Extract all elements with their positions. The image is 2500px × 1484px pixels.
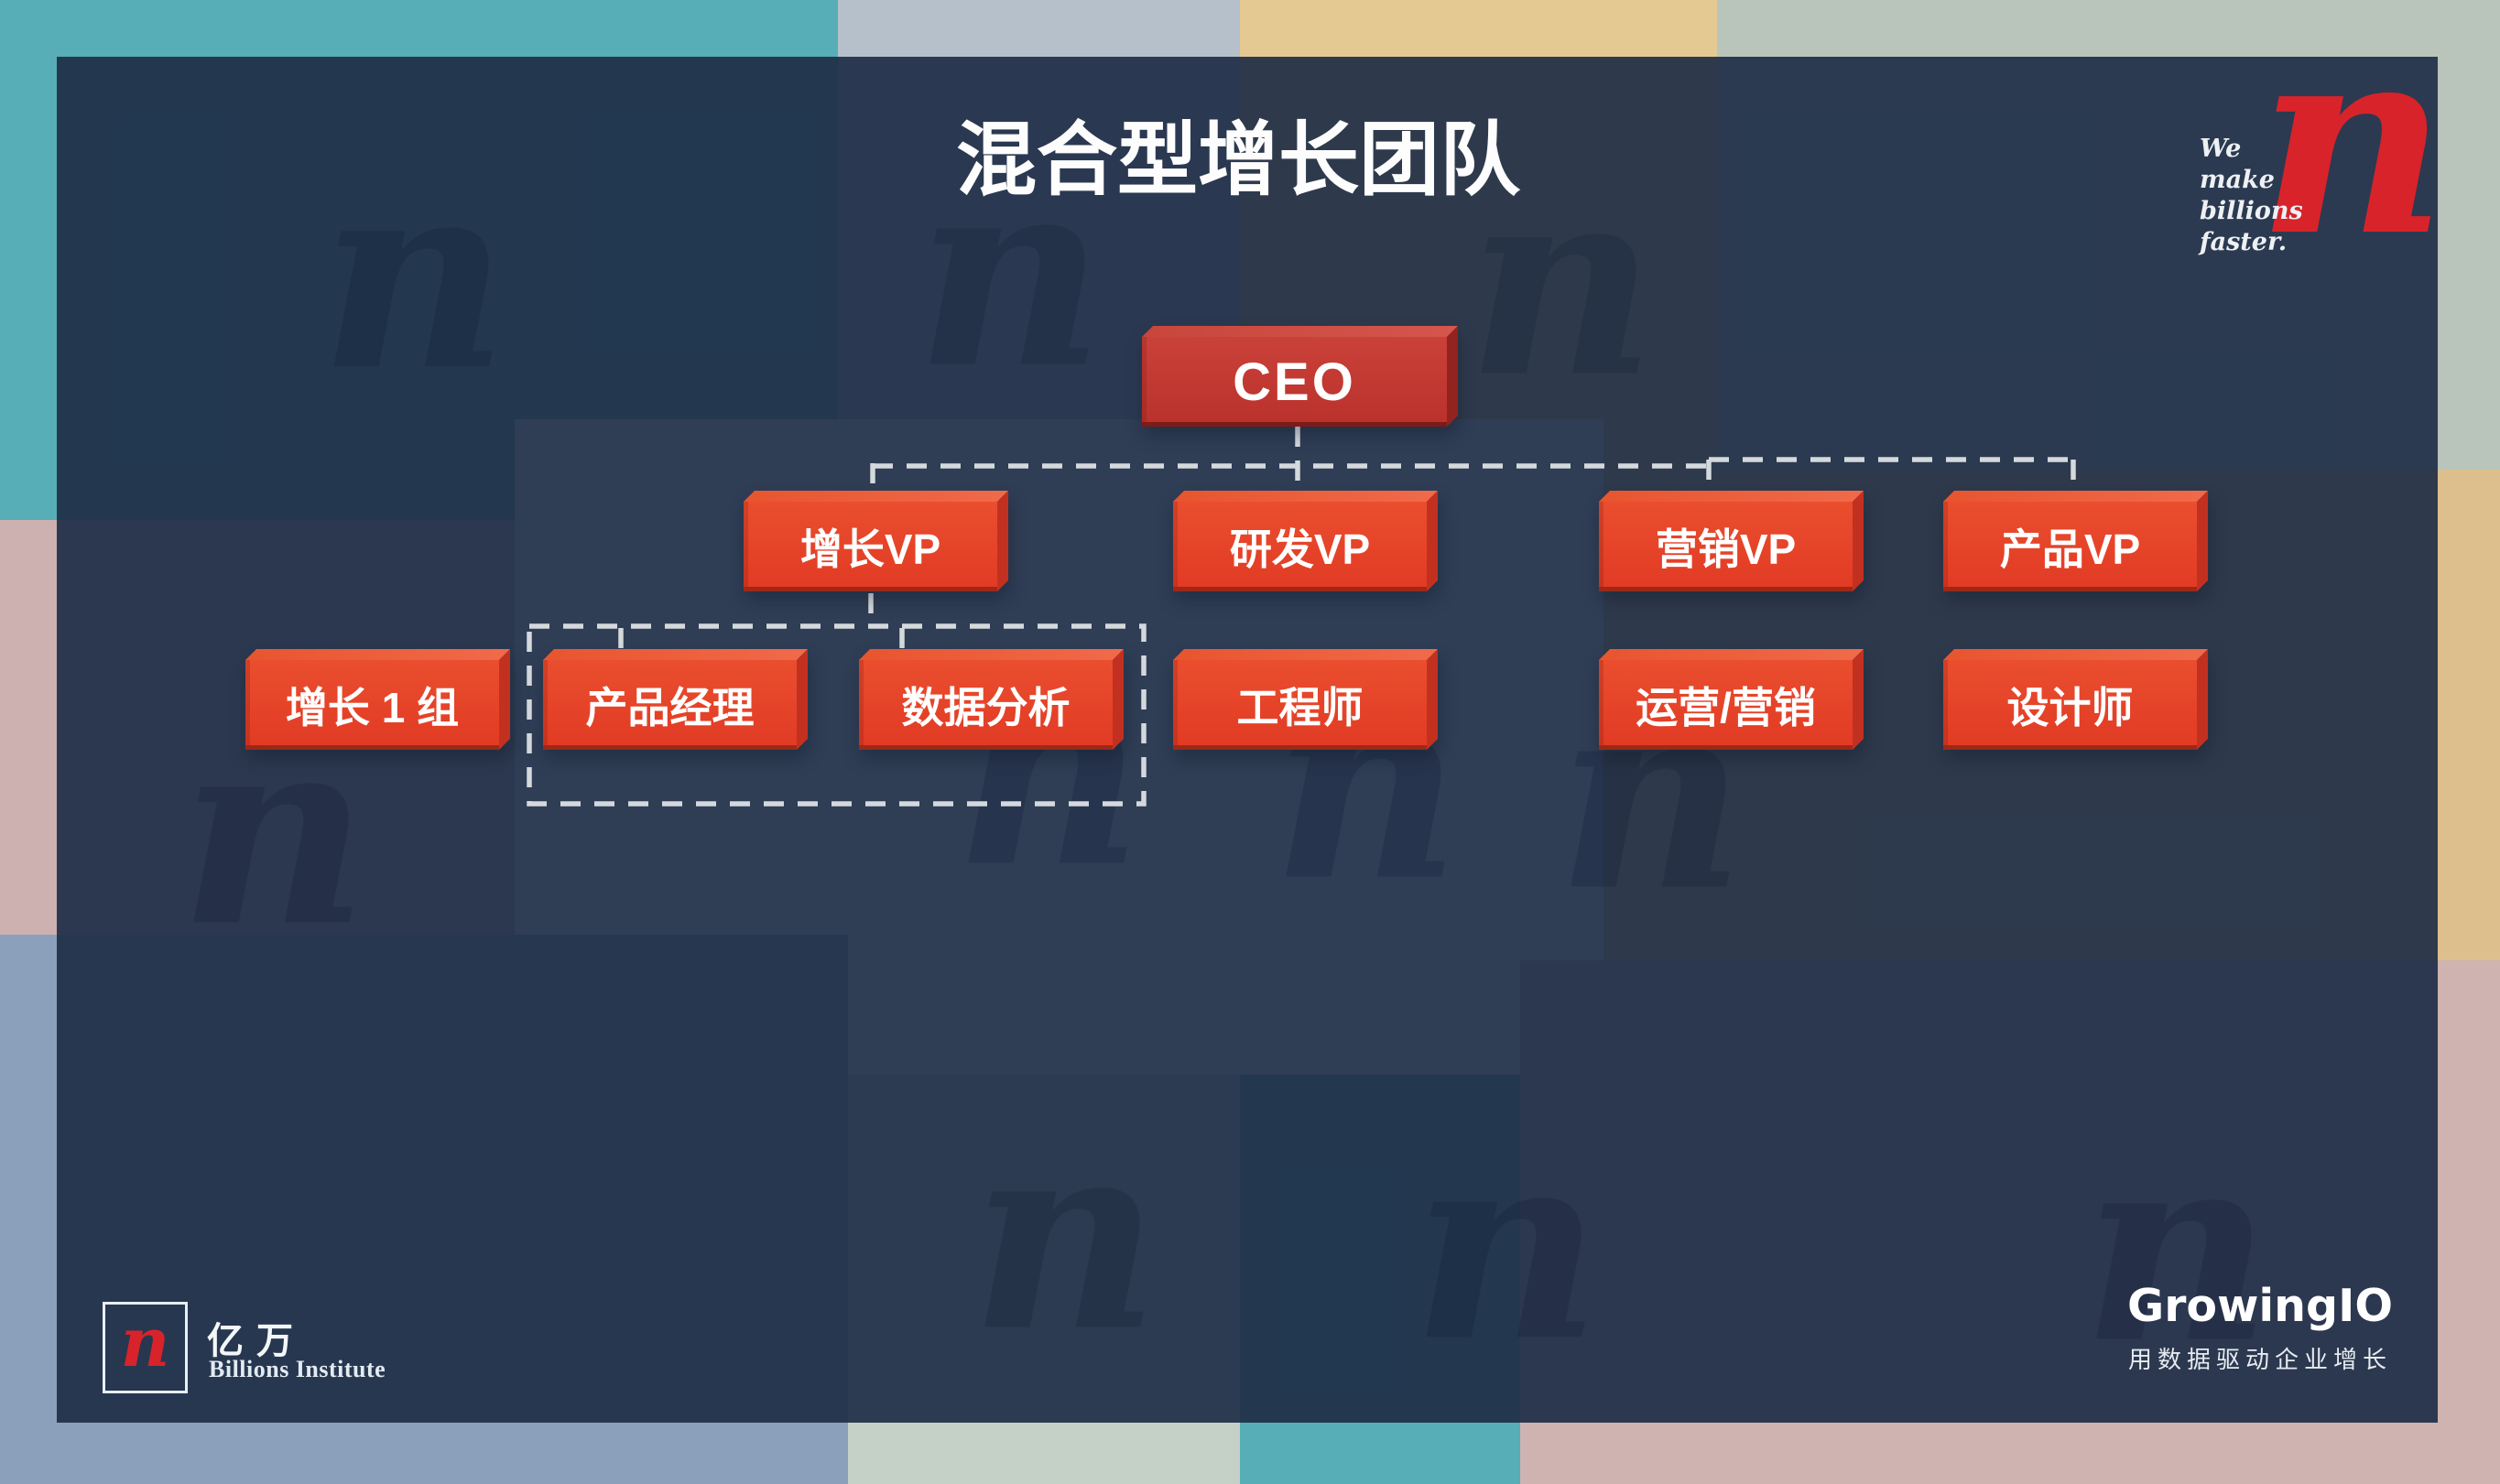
- billions-institute-cjk: 亿 万: [207, 1320, 295, 1361]
- org-box-product-manager: 产品经理: [543, 660, 797, 750]
- org-box-data-analyst: 数据分析: [859, 660, 1113, 750]
- billions-institute-name: Billions Institute: [209, 1356, 386, 1382]
- org-box-label: CEO: [1233, 352, 1356, 412]
- growingio-wordmark: GrowingIO: [2127, 1280, 2393, 1332]
- watermark-n-icon: n: [915, 119, 1105, 427]
- org-box-label: 运营/营销: [1636, 684, 1816, 731]
- growingio-logo: GrowingIO 用数据驱动企业增长: [2127, 1280, 2393, 1375]
- billions-n-logo-icon: n: [2257, 0, 2448, 294]
- org-box-growth-vp: 增长VP: [744, 502, 997, 591]
- org-box-label: 增长 1 组: [285, 684, 460, 731]
- brand-tagline-line: billions: [2200, 197, 2303, 225]
- org-box-product-vp: 产品VP: [1943, 502, 2197, 591]
- org-box-engineer: 工程师: [1173, 660, 1427, 750]
- org-box-designer: 设计师: [1943, 660, 2197, 750]
- org-box-growth-group-1: 增长 1 组: [245, 660, 499, 750]
- watermark-n-icon: n: [970, 1082, 1160, 1390]
- org-box-label: 设计师: [2006, 684, 2134, 731]
- watermark-n-icon: n: [1411, 1092, 1602, 1400]
- org-box-label: 研发VP: [1229, 525, 1371, 573]
- org-box-label: 产品VP: [1999, 525, 2141, 573]
- org-box-ceo: CEO: [1142, 337, 1447, 427]
- org-box-label: 增长VP: [799, 525, 941, 573]
- slide-title: 混合型增长团队: [955, 114, 1521, 205]
- org-box-marketing-vp: 营销VP: [1599, 502, 1853, 591]
- watermark-n-icon: n: [2082, 1094, 2272, 1402]
- watermark-n-icon: n: [319, 122, 509, 429]
- brand-tagline: We make billions faster.: [2200, 134, 2303, 258]
- billions-institute-logo: n: [103, 1302, 188, 1393]
- watermark-n-icon: n: [1466, 128, 1657, 436]
- brand-tagline-line: make: [2200, 166, 2275, 194]
- org-box-label: 工程师: [1236, 684, 1364, 731]
- billions-n-icon: n: [120, 1304, 170, 1382]
- org-box-rd-vp: 研发VP: [1173, 502, 1427, 591]
- org-box-label: 营销VP: [1655, 525, 1797, 573]
- org-box-ops-marketing: 运营/营销: [1599, 660, 1853, 750]
- brand-tagline-line: faster.: [2200, 228, 2288, 256]
- org-box-label: 产品经理: [585, 684, 755, 731]
- brand-tagline-line: We: [2200, 135, 2242, 163]
- growingio-tagline: 用数据驱动企业增长: [2127, 1346, 2392, 1373]
- org-box-label: 数据分析: [901, 684, 1071, 731]
